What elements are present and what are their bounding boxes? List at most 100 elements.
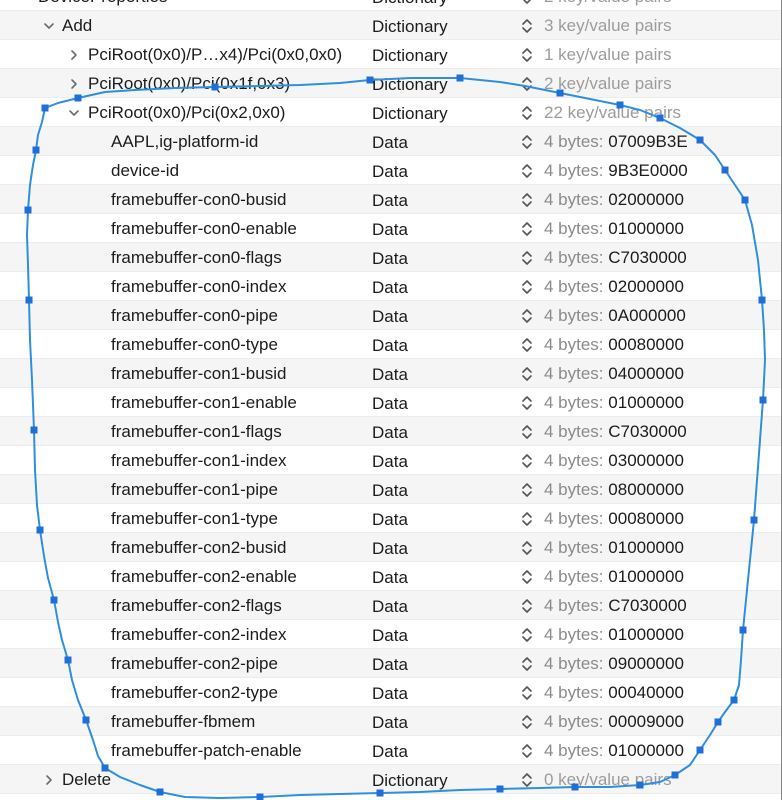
- row-type[interactable]: Data: [372, 133, 408, 152]
- value-hex[interactable]: 01000000: [608, 538, 684, 557]
- row-value[interactable]: 22 key/value pairs: [544, 98, 681, 127]
- row-type[interactable]: Data: [372, 162, 408, 181]
- row-value[interactable]: 0 key/value pairs: [544, 765, 672, 794]
- row-value[interactable]: 4 bytes: 04000000: [544, 359, 684, 388]
- row-type[interactable]: Dictionary: [372, 771, 448, 790]
- row-type[interactable]: Data: [372, 249, 408, 268]
- row-value[interactable]: 4 bytes: 00080000: [544, 330, 684, 359]
- row-type[interactable]: Data: [372, 394, 408, 413]
- value-hex[interactable]: 07009B3E: [608, 132, 688, 151]
- value-hex[interactable]: 09000000: [608, 654, 684, 673]
- row-value[interactable]: 4 bytes: 03000000: [544, 446, 684, 475]
- value-hex[interactable]: C7030000: [608, 248, 687, 267]
- row-type[interactable]: Data: [372, 568, 408, 587]
- chevron-right-icon[interactable]: [42, 765, 56, 794]
- value-hex[interactable]: 0A000000: [608, 306, 686, 325]
- type-stepper-icon[interactable]: [520, 16, 534, 36]
- row-type[interactable]: Data: [372, 307, 408, 326]
- plist-row[interactable]: framebuffer-con0-busid Data 4 bytes: 02000…: [0, 185, 781, 214]
- row-key[interactable]: AAPL,ig-platform-id: [111, 132, 259, 151]
- row-type[interactable]: Data: [372, 481, 408, 500]
- chevron-down-icon[interactable]: [67, 98, 81, 127]
- chevron-down-icon[interactable]: [42, 11, 56, 40]
- row-type[interactable]: Data: [372, 655, 408, 674]
- row-key[interactable]: framebuffer-con1-type: [111, 509, 278, 528]
- row-key[interactable]: framebuffer-con2-enable: [111, 567, 297, 586]
- row-type[interactable]: Data: [372, 452, 408, 471]
- value-hex[interactable]: 00040000: [608, 683, 684, 702]
- row-key[interactable]: framebuffer-con0-flags: [111, 248, 282, 267]
- value-hex[interactable]: 00080000: [608, 335, 684, 354]
- row-type[interactable]: Dictionary: [372, 46, 448, 65]
- row-key[interactable]: device-id: [111, 161, 180, 180]
- row-value[interactable]: 4 bytes: 01000000: [544, 562, 684, 591]
- row-key[interactable]: framebuffer-con1-pipe: [111, 480, 278, 499]
- row-value[interactable]: 4 bytes: 09000000: [544, 649, 684, 678]
- type-stepper-icon[interactable]: [520, 538, 534, 558]
- value-hex[interactable]: 01000000: [608, 393, 684, 412]
- value-hex[interactable]: 9B3E0000: [608, 161, 688, 180]
- type-stepper-icon[interactable]: [520, 219, 534, 239]
- value-hex[interactable]: 02000000: [608, 277, 684, 296]
- row-value[interactable]: 4 bytes: 00009000: [544, 707, 684, 736]
- row-value[interactable]: 2 key/value pairs: [544, 69, 672, 98]
- row-key[interactable]: framebuffer-patch-enable: [111, 741, 302, 760]
- row-type[interactable]: Data: [372, 191, 408, 210]
- type-stepper-icon[interactable]: [520, 596, 534, 616]
- row-key[interactable]: framebuffer-con0-busid: [111, 190, 287, 209]
- row-key[interactable]: framebuffer-con2-busid: [111, 538, 287, 557]
- row-key[interactable]: framebuffer-con0-pipe: [111, 306, 278, 325]
- row-key[interactable]: PciRoot(0x0)/P…x4)/Pci(0x0,0x0): [88, 45, 343, 64]
- chevron-down-icon[interactable]: [18, 0, 32, 11]
- value-hex[interactable]: 08000000: [608, 480, 684, 499]
- row-key[interactable]: framebuffer-con1-flags: [111, 422, 282, 441]
- row-value[interactable]: 1 key/value pairs: [544, 40, 672, 69]
- row-key[interactable]: framebuffer-con1-enable: [111, 393, 297, 412]
- value-hex[interactable]: 00009000: [608, 712, 684, 731]
- row-type[interactable]: Data: [372, 713, 408, 732]
- type-stepper-icon[interactable]: [520, 393, 534, 413]
- row-type[interactable]: Data: [372, 365, 408, 384]
- value-hex[interactable]: C7030000: [608, 422, 687, 441]
- row-type[interactable]: Dictionary: [372, 0, 448, 11]
- row-value[interactable]: 4 bytes: 01000000: [544, 388, 684, 417]
- type-stepper-icon[interactable]: [520, 509, 534, 529]
- value-hex[interactable]: 02000000: [608, 190, 684, 209]
- type-stepper-icon[interactable]: [520, 0, 534, 7]
- type-stepper-icon[interactable]: [520, 45, 534, 65]
- type-stepper-icon[interactable]: [520, 248, 534, 268]
- row-key[interactable]: PciRoot(0x0)/Pci(0x2,0x0): [88, 103, 286, 122]
- row-key[interactable]: framebuffer-con2-flags: [111, 596, 282, 615]
- row-type[interactable]: Data: [372, 510, 408, 529]
- plist-row[interactable]: DevicePropertiesDictionary2 key/value pa…: [0, 0, 781, 11]
- type-stepper-icon[interactable]: [520, 654, 534, 674]
- row-type[interactable]: Data: [372, 597, 408, 616]
- plist-row[interactable]: framebuffer-con1-index Data 4 bytes: 03000…: [0, 446, 781, 475]
- row-type[interactable]: Data: [372, 423, 408, 442]
- plist-row[interactable]: AAPL,ig-platform-id Data 4 bytes: 07009B3E: [0, 127, 781, 156]
- type-stepper-icon[interactable]: [520, 364, 534, 384]
- row-key[interactable]: PciRoot(0x0)/Pci(0x1f,0x3): [88, 74, 291, 93]
- type-stepper-icon[interactable]: [520, 451, 534, 471]
- row-value[interactable]: 4 bytes: 02000000: [544, 185, 684, 214]
- row-key[interactable]: framebuffer-con1-index: [111, 451, 287, 470]
- row-value[interactable]: 4 bytes: 00080000: [544, 504, 684, 533]
- type-stepper-icon[interactable]: [520, 161, 534, 181]
- row-value[interactable]: 4 bytes: 07009B3E: [544, 127, 688, 156]
- row-type[interactable]: Data: [372, 220, 408, 239]
- row-type[interactable]: Data: [372, 626, 408, 645]
- row-key[interactable]: framebuffer-con1-busid: [111, 364, 287, 383]
